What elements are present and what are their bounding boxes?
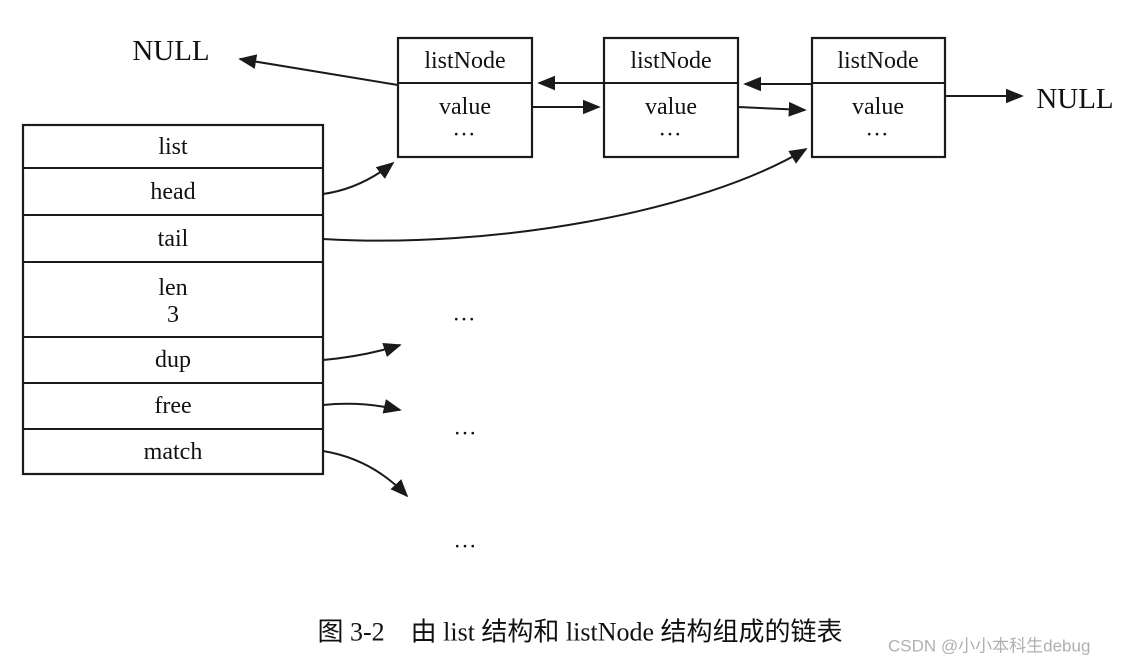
len-label: len [158, 275, 187, 301]
listnode-outline [602, 36, 740, 159]
csdn-watermark: CSDN @小小本科生debug [888, 637, 1090, 656]
listnode-outline [396, 36, 534, 159]
listnode-title: listNode [837, 48, 918, 74]
tail-label: tail [158, 226, 189, 252]
dup-label: dup [155, 347, 191, 373]
match-pointer-arrow [322, 450, 409, 498]
listnode-box-2: listNode value ... [602, 36, 740, 159]
prev-arrow-to-null [238, 54, 399, 86]
list-struct: list head tail len 3 dup free match [21, 123, 325, 476]
free-label: free [154, 393, 191, 419]
node-ellipsis: ... [453, 116, 476, 141]
listnode-title: listNode [424, 48, 505, 74]
null-right-label: NULL [1036, 83, 1113, 115]
null-left-label: NULL [132, 35, 209, 67]
head-label: head [150, 179, 195, 205]
value-label: value [645, 94, 697, 120]
len-value: 3 [167, 302, 179, 328]
list-label: list [158, 134, 188, 160]
node-ellipsis: ... [866, 116, 889, 141]
listnode-box-3: listNode value ... [810, 36, 947, 159]
figure-caption: 图 3-2 由 list 结构和 listNode 结构组成的链表 [317, 618, 842, 647]
value-label: value [439, 94, 491, 120]
list-struct-box [21, 123, 325, 476]
listnode-box-1: listNode value ... [396, 36, 534, 159]
dup-pointer-arrow [322, 342, 402, 361]
tail-pointer-arrow [322, 148, 808, 242]
next-arrow-node2-to-node3 [737, 101, 807, 117]
head-pointer-arrow [322, 161, 395, 195]
match-label: match [144, 439, 203, 465]
node-ellipsis: ... [659, 116, 682, 141]
match-target-ellipsis: ... [454, 528, 477, 553]
free-target-ellipsis: ... [454, 415, 477, 440]
dup-target-ellipsis: ... [453, 301, 476, 326]
free-pointer-arrow [322, 399, 402, 414]
listnode-title: listNode [630, 48, 711, 74]
value-label: value [852, 94, 904, 120]
listnode-outline [810, 36, 947, 159]
